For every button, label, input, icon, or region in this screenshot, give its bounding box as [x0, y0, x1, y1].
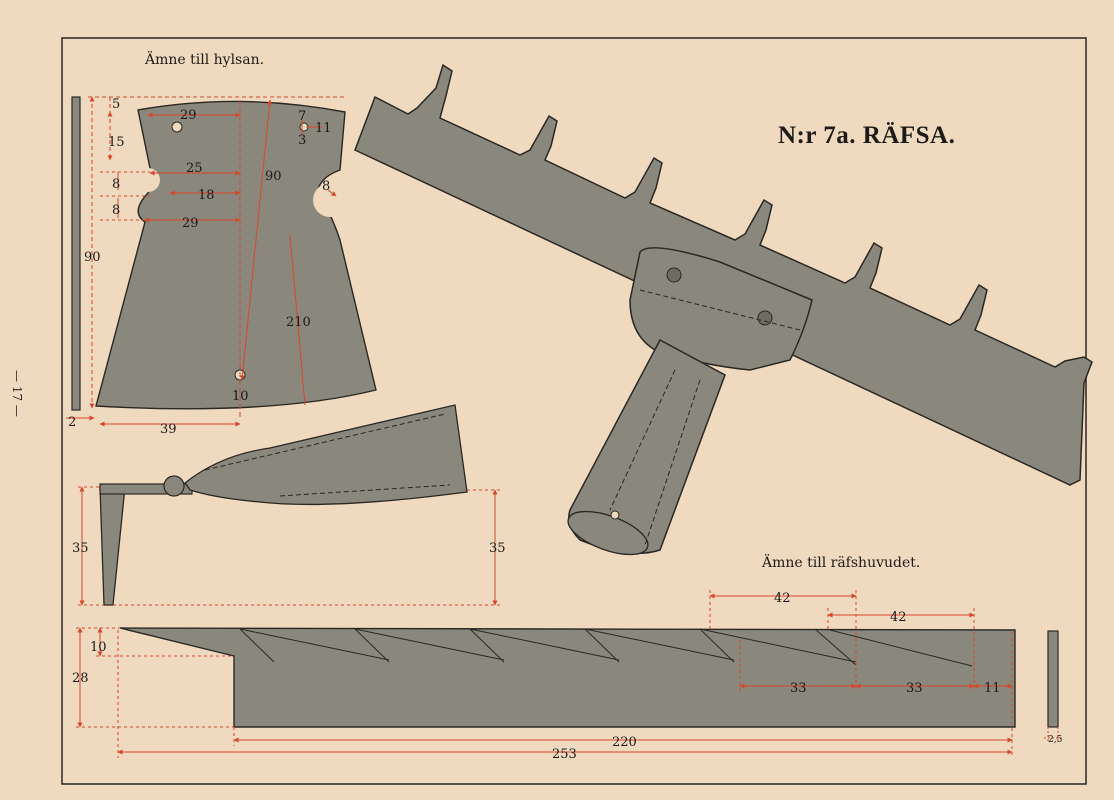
drawing-title: N:r 7a. RÄFSA. [778, 122, 956, 149]
dim-label: 8 [112, 177, 120, 192]
dim-label: 2 [68, 415, 76, 430]
dim-label: 35 [72, 541, 89, 556]
rivet-hole [171, 121, 183, 133]
dim-label: 3 [298, 133, 306, 148]
dim-label: 42 [774, 591, 791, 606]
dim-label: 220 [612, 735, 637, 750]
sleeve-dimension-lines [66, 96, 345, 427]
sleeve-edge-view [71, 96, 81, 411]
dim-label: 11 [984, 681, 1001, 696]
sleeve-side-view [184, 404, 468, 506]
dim-label: 18 [198, 188, 215, 203]
dim-label: 90 [265, 169, 282, 184]
dim-label: 28 [72, 671, 89, 686]
rivet [757, 310, 773, 326]
caption-sleeve-blank: Ämne till hylsan. [145, 52, 265, 68]
side-dimension-labels: 35 35 [72, 541, 506, 556]
dim-label: 11 [315, 121, 332, 136]
dim-label: 210 [286, 315, 311, 330]
dim-label: 90 [84, 250, 101, 265]
side-dimension-lines [78, 486, 500, 606]
tooth-cut-lines [239, 628, 973, 667]
dim-label: 25 [186, 161, 203, 176]
dim-label: 39 [160, 422, 177, 437]
dim-label: 29 [182, 216, 199, 231]
dim-label: 33 [906, 681, 923, 696]
page-number: — 17 — [10, 370, 24, 417]
dim-label: 15 [108, 135, 125, 150]
dim-label: 8 [112, 203, 120, 218]
caption-head-blank: Ämne till räfshuvudet. [762, 555, 921, 571]
dim-label: 10 [232, 389, 249, 404]
dim-label: 10 [90, 640, 107, 655]
head-blank-drawing [119, 627, 1059, 728]
assembled-rake-drawing [354, 63, 1093, 556]
dim-label: 5 [112, 97, 120, 112]
dim-label: 35 [489, 541, 506, 556]
sleeve-dimension-labels: 5 29 15 7 11 3 25 8 18 8 29 90 90 8 210 … [68, 97, 332, 437]
dim-label: 33 [790, 681, 807, 696]
head-edge-view [1047, 630, 1059, 728]
dim-label: 42 [890, 610, 907, 625]
dim-label: 2,5 [1048, 735, 1063, 745]
rivet-hole [610, 510, 620, 520]
notch-right [313, 183, 347, 217]
dim-label: 8 [322, 179, 330, 194]
sleeve-blank-shape [95, 100, 377, 410]
dim-label: 29 [180, 108, 197, 123]
head-blank-shape [119, 627, 1016, 728]
dim-label: 253 [552, 747, 577, 762]
rivet [666, 267, 682, 283]
tooth-side-view [99, 486, 126, 606]
head-dimension-lines [76, 590, 1062, 758]
rivet-side [163, 475, 185, 497]
side-view-drawing [99, 404, 468, 606]
head-dimension-labels: 42 42 10 28 33 33 11 220 253 2,5 [72, 591, 1063, 762]
dim-label: 7 [298, 109, 306, 124]
border-frame [61, 37, 1087, 785]
